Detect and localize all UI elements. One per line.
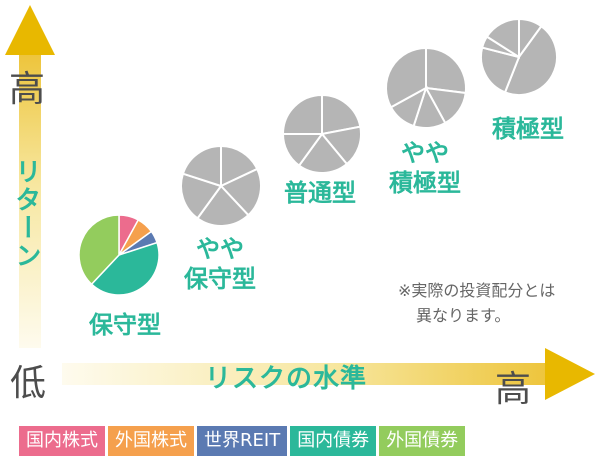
pie-chart-balanced (281, 93, 362, 174)
axis-low-label: 低 (10, 363, 47, 404)
pie-slice-domestic-stocks (321, 93, 362, 136)
pie-slice-global-reit (297, 132, 349, 174)
pie-slice-global-reit (196, 184, 250, 227)
category-label-balanced: 普通型 (270, 178, 370, 208)
category-label-aggressive: 積極型 (478, 114, 578, 144)
pie-slice-foreign-bonds (78, 214, 120, 286)
legend-item-foreign-stocks: 外国株式 (108, 426, 194, 456)
legend-item-global-reit: 世界REIT (197, 426, 288, 456)
pie-slice-foreign-bonds (281, 93, 323, 135)
pie-slice-foreign-bonds (485, 17, 520, 59)
y-axis-high-label: 高 (9, 69, 46, 110)
x-axis-arrow-shaft (62, 363, 552, 385)
pie-slice-foreign-stocks (219, 167, 262, 217)
x-axis-high-label: 高 (495, 369, 532, 410)
disclaimer-line: 異なります。 (416, 306, 511, 325)
y-axis-arrow-shaft (19, 52, 41, 348)
y-axis-title: リターン (11, 158, 41, 270)
category-label-moderately-conservative: やや 保守型 (170, 234, 270, 294)
category-label-line: 普通型 (284, 179, 356, 207)
legend-item-domestic-bonds: 国内債券 (290, 426, 377, 456)
category-label-line: やや (401, 139, 449, 167)
legend-item-foreign-bonds: 外国債券 (379, 426, 466, 456)
pie-chart-conservative (78, 214, 160, 296)
disclaimer-note: ※実際の投資配分とは 異なります。 (398, 278, 555, 328)
category-label-conservative: 保守型 (80, 310, 170, 340)
pie-slice-foreign-bonds (181, 144, 222, 188)
pie-slice-foreign-bonds (385, 46, 427, 109)
category-label-line: 保守型 (89, 311, 161, 339)
category-label-moderately-aggressive: やや 積極型 (375, 138, 475, 198)
x-axis-title: リスクの水準 (205, 364, 368, 394)
category-label-line: 積極型 (492, 115, 564, 143)
pie-slice-domestic-stocks (425, 46, 467, 95)
legend-item-domestic-stocks: 国内株式 (19, 426, 105, 456)
x-axis-arrowhead (545, 348, 595, 400)
pie-slice-domestic-bonds (90, 241, 160, 296)
y-axis-arrowhead (5, 5, 55, 55)
pie-chart-aggressive (480, 17, 558, 96)
legend: 国内株式 外国株式 世界REIT 国内債券 外国債券 (19, 426, 466, 456)
category-label-line: 積極型 (389, 169, 461, 197)
pie-chart-moderately-conservative (180, 144, 262, 227)
category-label-line: 保守型 (184, 265, 256, 293)
disclaimer-line: ※実際の投資配分とは (398, 281, 556, 300)
pie-chart-moderately-aggressive (385, 46, 467, 129)
pie-slice-domestic-bonds (180, 172, 223, 220)
category-label-line: やや (196, 235, 244, 263)
pie-slice-global-reit (480, 46, 521, 94)
pie-slice-foreign-stocks (503, 24, 558, 96)
